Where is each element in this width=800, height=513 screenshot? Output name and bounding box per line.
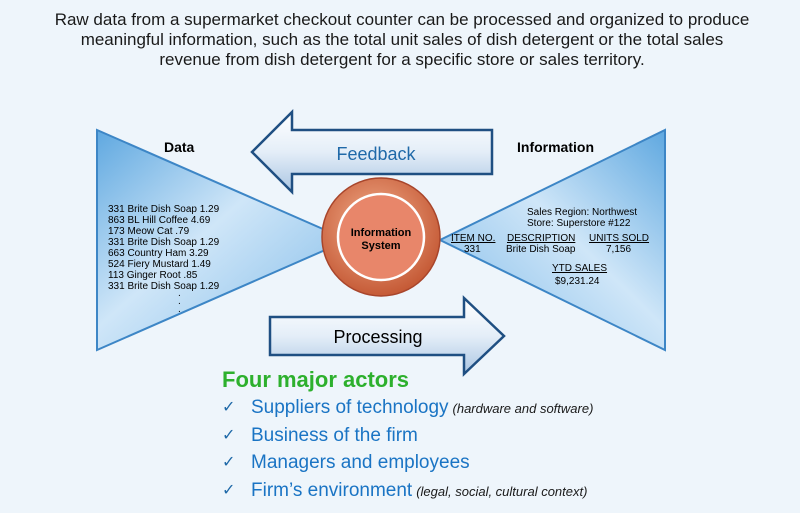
- actors-title: Four major actors: [222, 367, 410, 392]
- information-report: Sales Region: Northwest Store: Superstor…: [451, 207, 649, 287]
- data-row: 331 Brite Dish Soap 1.29: [108, 204, 220, 215]
- ytd-sales-header: YTD SALES: [552, 263, 607, 274]
- data-row: 113 Ginger Root .85: [108, 270, 198, 281]
- actor-label: Managers and employees: [251, 452, 470, 473]
- system-line-1: Information: [351, 227, 412, 239]
- intro-line-2: meaningful information, such as the tota…: [80, 30, 724, 49]
- system-line-2: System: [361, 240, 400, 252]
- checkmark-icon: ✓: [222, 399, 236, 416]
- actor-item: ✓ Suppliers of technology(hardware and s…: [218, 394, 778, 422]
- actor-label: Firm’s environment: [251, 479, 413, 501]
- processing-arrow: Processing: [268, 295, 506, 377]
- units-sold-value: 7,156: [606, 244, 631, 255]
- description-value: Brite Dish Soap: [506, 244, 576, 255]
- information-title: Information: [517, 139, 594, 155]
- data-row: 524 Fiery Mustard 1.49: [108, 259, 211, 270]
- store-name: Store: Superstore #122: [527, 218, 631, 229]
- data-row: 663 Country Ham 3.29: [108, 248, 209, 259]
- data-row: 863 BL Hill Coffee 4.69: [108, 215, 211, 226]
- feedback-arrow: Feedback: [250, 108, 494, 196]
- checkmark-icon: ✓: [222, 426, 236, 444]
- intro-line-3: revenue from dish detergent for a specif…: [159, 50, 645, 69]
- feedback-label: Feedback: [336, 144, 416, 164]
- actors-list: Four major actors ✓ Suppliers of technol…: [218, 366, 778, 504]
- actor-note: (hardware and software): [452, 401, 594, 416]
- actor-label: Suppliers of technology: [251, 397, 449, 418]
- actor-item: ✓ Business of the firm: [218, 422, 778, 450]
- continuation-dot: .: [178, 304, 181, 315]
- checkmark-icon: ✓: [222, 481, 236, 499]
- intro-paragraph: Raw data from a supermarket checkout cou…: [14, 10, 790, 70]
- continuation-dot: .: [178, 296, 181, 307]
- sales-region: Sales Region: Northwest: [527, 207, 637, 218]
- data-row: 331 Brite Dish Soap 1.29: [108, 281, 220, 292]
- continuation-dot: .: [178, 288, 181, 299]
- units-sold-header: UNITS SOLD: [589, 233, 649, 244]
- description-header: DESCRIPTION: [507, 233, 575, 244]
- checkmark-icon: ✓: [222, 454, 236, 471]
- data-title: Data: [164, 139, 195, 155]
- data-triangle: [96, 128, 351, 352]
- actor-item: ✓ Firm’s environment(legal, social, cult…: [218, 477, 778, 505]
- item-no-header: ITEM NO.: [451, 233, 495, 244]
- intro-line-1: Raw data from a supermarket checkout cou…: [54, 10, 750, 29]
- data-rows: 331 Brite Dish Soap 1.29 863 BL Hill Cof…: [108, 204, 220, 315]
- ytd-sales-value: $9,231.24: [555, 276, 600, 287]
- actor-label: Business of the firm: [251, 424, 418, 446]
- processing-label: Processing: [333, 327, 422, 347]
- actor-note: (legal, social, cultural context): [416, 483, 588, 499]
- information-triangle: [437, 128, 666, 352]
- data-row: 331 Brite Dish Soap 1.29: [108, 237, 220, 248]
- information-system-circle: Information System: [321, 177, 441, 297]
- data-row: 173 Meow Cat .79: [108, 226, 190, 237]
- item-no-value: 331: [464, 244, 481, 255]
- actor-item: ✓ Managers and employees: [218, 449, 778, 477]
